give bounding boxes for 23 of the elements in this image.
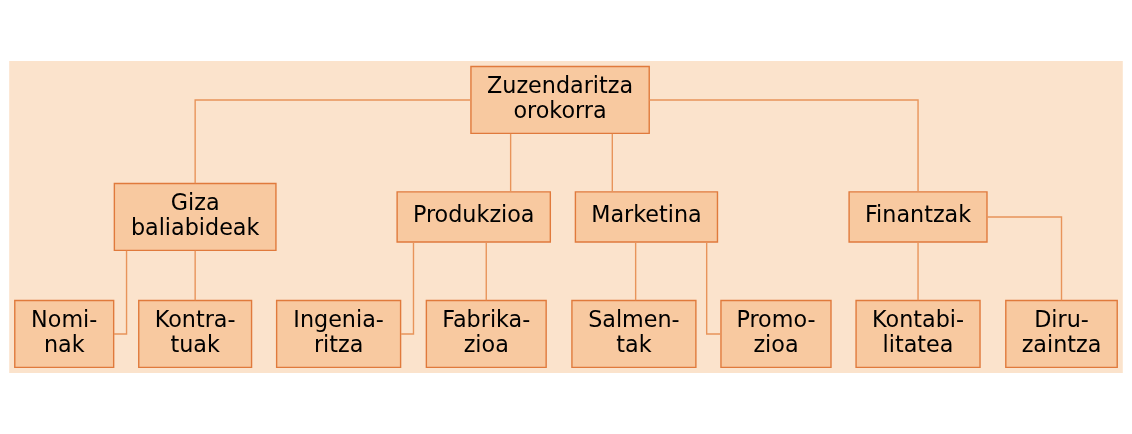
- connector: [611, 133, 613, 193]
- node-box: Promo- zioa: [720, 299, 832, 369]
- node-box: Zuzendaritza orokorra: [470, 65, 650, 135]
- connector: [400, 241, 415, 335]
- node-box: Fabrika- zioa: [425, 299, 547, 369]
- connector: [485, 241, 487, 301]
- node-box: Diru- zaintza: [1005, 299, 1118, 369]
- node-box: Salmen- tak: [571, 299, 697, 369]
- connector: [917, 241, 919, 301]
- node-box: Produkzioa: [396, 191, 552, 243]
- node-box: Kontabi- litatea: [855, 299, 981, 369]
- node-box: Marketina: [574, 191, 719, 243]
- connector: [986, 216, 1063, 301]
- node-box: Nomi- nak: [14, 299, 115, 369]
- connector: [194, 99, 472, 184]
- connector: [509, 133, 512, 193]
- node-box: Kontra- tuak: [138, 299, 253, 369]
- node-box: Giza baliabideak: [113, 182, 277, 252]
- connector: [648, 99, 919, 193]
- node-box: Ingenia- ritza: [275, 299, 402, 369]
- connector: [634, 241, 637, 301]
- node-box: Finantzak: [848, 191, 988, 243]
- connector: [194, 250, 196, 301]
